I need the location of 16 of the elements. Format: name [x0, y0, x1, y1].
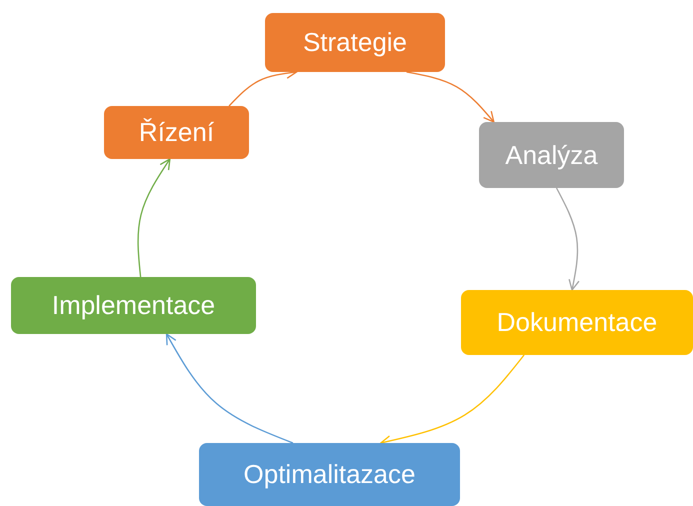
process-box: [11, 277, 256, 334]
step-label: Strategie: [302, 27, 408, 58]
process-box: [104, 106, 249, 159]
step-label: Řízení: [138, 117, 214, 148]
process-box: [479, 122, 624, 188]
step-label: Implementace: [52, 290, 216, 321]
arrow: [166, 333, 294, 444]
process-box: [461, 290, 693, 355]
arrow: [406, 71, 494, 123]
arrow: [556, 188, 580, 291]
step-label: Analýza: [505, 140, 598, 170]
process-box: [199, 443, 460, 506]
arrow: [137, 158, 171, 278]
step-label: Optimalitazace: [244, 459, 416, 490]
step-label: Dokumentace: [496, 307, 658, 338]
process-box: [265, 13, 445, 72]
